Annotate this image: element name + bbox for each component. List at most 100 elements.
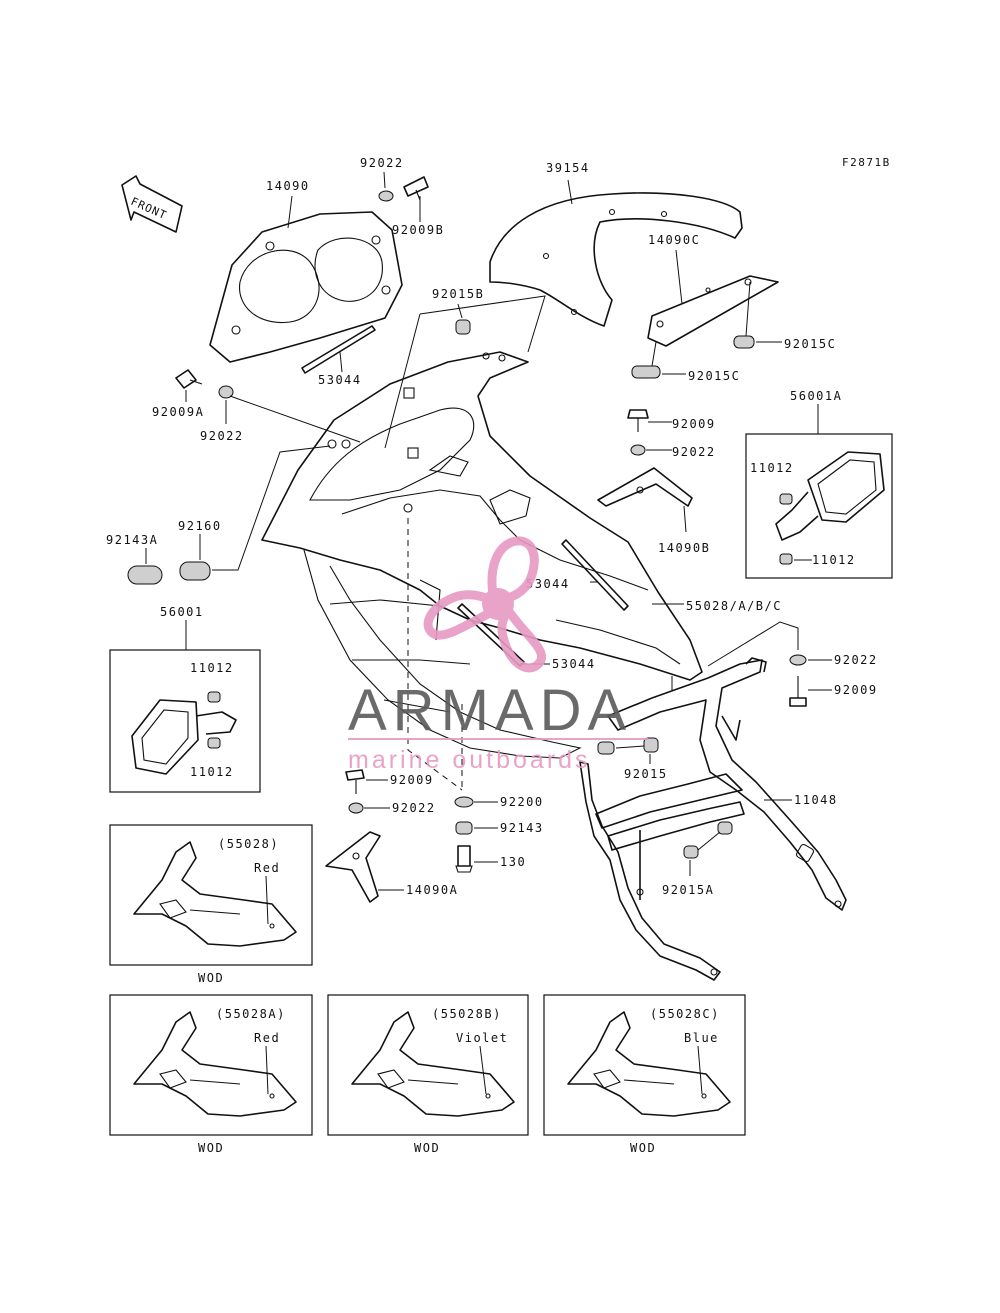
collar-92015-b-icon [643,737,659,753]
callout-14090A: 14090A [406,883,458,897]
upper-cowl-part [489,192,743,327]
callout-92009A: 92009A [152,405,204,419]
callout-92022-top: 92022 [360,156,404,170]
grommet-92143A-icon [127,565,163,585]
washer-92022-low-icon [348,802,364,814]
callout-39154: 39154 [546,161,590,175]
nut-92015A-icon [683,845,699,859]
front-arrow-icon: FRONT [121,175,183,233]
callout-92143: 92143 [500,821,544,835]
washer-92022-left-icon [218,385,234,399]
nut-92143-icon [455,821,473,835]
bolt-92009A-icon [175,369,203,389]
variant-55028-note: WOD [198,971,224,985]
variant-55028C-code: (55028C) [650,1007,720,1021]
variant-box-55028: (55028) Red WOD [109,824,313,985]
variant-55028-color: Red [254,861,280,875]
propeller-logo-icon [423,536,547,673]
watermark-brand: ARMADA [348,678,632,743]
callout-92015C-1: 92015C [784,337,836,351]
callout-92022-mid: 92022 [672,445,716,459]
main-fairing-part [261,351,703,759]
callout-130: 130 [500,855,526,869]
variant-55028B-code: (55028B) [432,1007,502,1021]
watermark-tagline: marine outboards [348,746,591,774]
bracket-14090A-part [325,831,381,903]
cap-11012-b-icon [779,553,793,565]
collar-92015-a-icon [597,741,615,755]
bolt-130-icon [455,845,473,873]
variant-55028B-color: Violet [456,1031,508,1045]
variant-55028-code: (55028) [218,837,279,851]
callout-92015: 92015 [624,767,668,781]
bracket-14090C-part [647,275,779,347]
fairing-stay-11048-part [579,657,847,981]
callout-14090C: 14090C [648,233,700,247]
callout-92009B: 92009B [392,223,444,237]
variant-55028B-note: WOD [414,1141,440,1155]
callout-92022-right: 92022 [834,653,878,667]
callout-55028ABC: 55028/A/B/C [686,599,782,613]
seal-strip-53044-top [301,325,376,374]
callout-92009-low: 92009 [390,773,434,787]
nut-92015C-a-icon [733,335,755,349]
callout-92160: 92160 [178,519,222,533]
callout-11012-b: 11012 [812,553,856,567]
callout-92200: 92200 [500,795,544,809]
bolt-92009-mid-icon [627,409,649,432]
front-label: FRONT [129,195,169,222]
damper-92160-icon [179,561,211,581]
mirror-56001-part [131,699,237,775]
callout-53044-mid: 53044 [526,577,570,591]
mirror-56001-box [109,649,261,793]
variant-55028A-color: Red [254,1031,280,1045]
cap-11012-d-icon [207,737,221,749]
callout-53044-low: 53044 [552,657,596,671]
washer-92022-mid-icon [630,444,646,456]
nut-92015A-upper-icon [717,821,733,835]
bolt-92009-right-icon [789,676,807,707]
callout-92143A: 92143A [106,533,158,547]
callout-14090B: 14090B [658,541,710,555]
callout-56001A: 56001A [790,389,842,403]
callout-92009-right: 92009 [834,683,878,697]
callout-11048: 11048 [794,793,838,807]
bolt-92009B-icon [403,176,429,201]
variant-box-55028A: (55028A) Red WOD [109,994,313,1155]
callout-92015C-2: 92015C [688,369,740,383]
callout-14090: 14090 [266,179,310,193]
callout-11012-d: 11012 [190,765,234,779]
watermark-logo: ARMADA marine outboards [348,536,648,774]
cap-11012-a-icon [779,493,793,505]
meter-cover-part [209,211,403,363]
washer-92022-right-icon [789,654,807,666]
callout-92022-left: 92022 [200,429,244,443]
mirror-56001A-part [775,451,885,541]
callout-92015B: 92015B [432,287,484,301]
callout-92015A: 92015A [662,883,714,897]
nut-92015B-icon [455,319,471,335]
callout-56001: 56001 [160,605,204,619]
seal-strip-53044-mid [561,539,629,611]
bolt-92009-low-icon [345,769,365,794]
callout-92022-low: 92022 [392,801,436,815]
variant-55028C-color: Blue [684,1031,719,1045]
callout-11012-c: 11012 [190,661,234,675]
nut-92015C-b-icon [631,365,661,379]
washer-92200-icon [454,796,474,808]
cap-11012-c-icon [207,691,221,703]
callout-53044-top: 53044 [318,373,362,387]
callout-92009-mid: 92009 [672,417,716,431]
variant-55028A-note: WOD [198,1141,224,1155]
figure-code: F2871B [842,156,891,169]
callout-11012-a: 11012 [750,461,794,475]
bracket-14090B-part [597,467,693,507]
washer-92022-top-icon [378,190,394,202]
variant-55028A-code: (55028A) [216,1007,286,1021]
mirror-56001A-box [745,433,893,579]
variant-box-55028C: (55028C) Blue WOD [543,994,746,1155]
variant-55028C-note: WOD [630,1141,656,1155]
variant-box-55028B: (55028B) Violet WOD [327,994,529,1155]
